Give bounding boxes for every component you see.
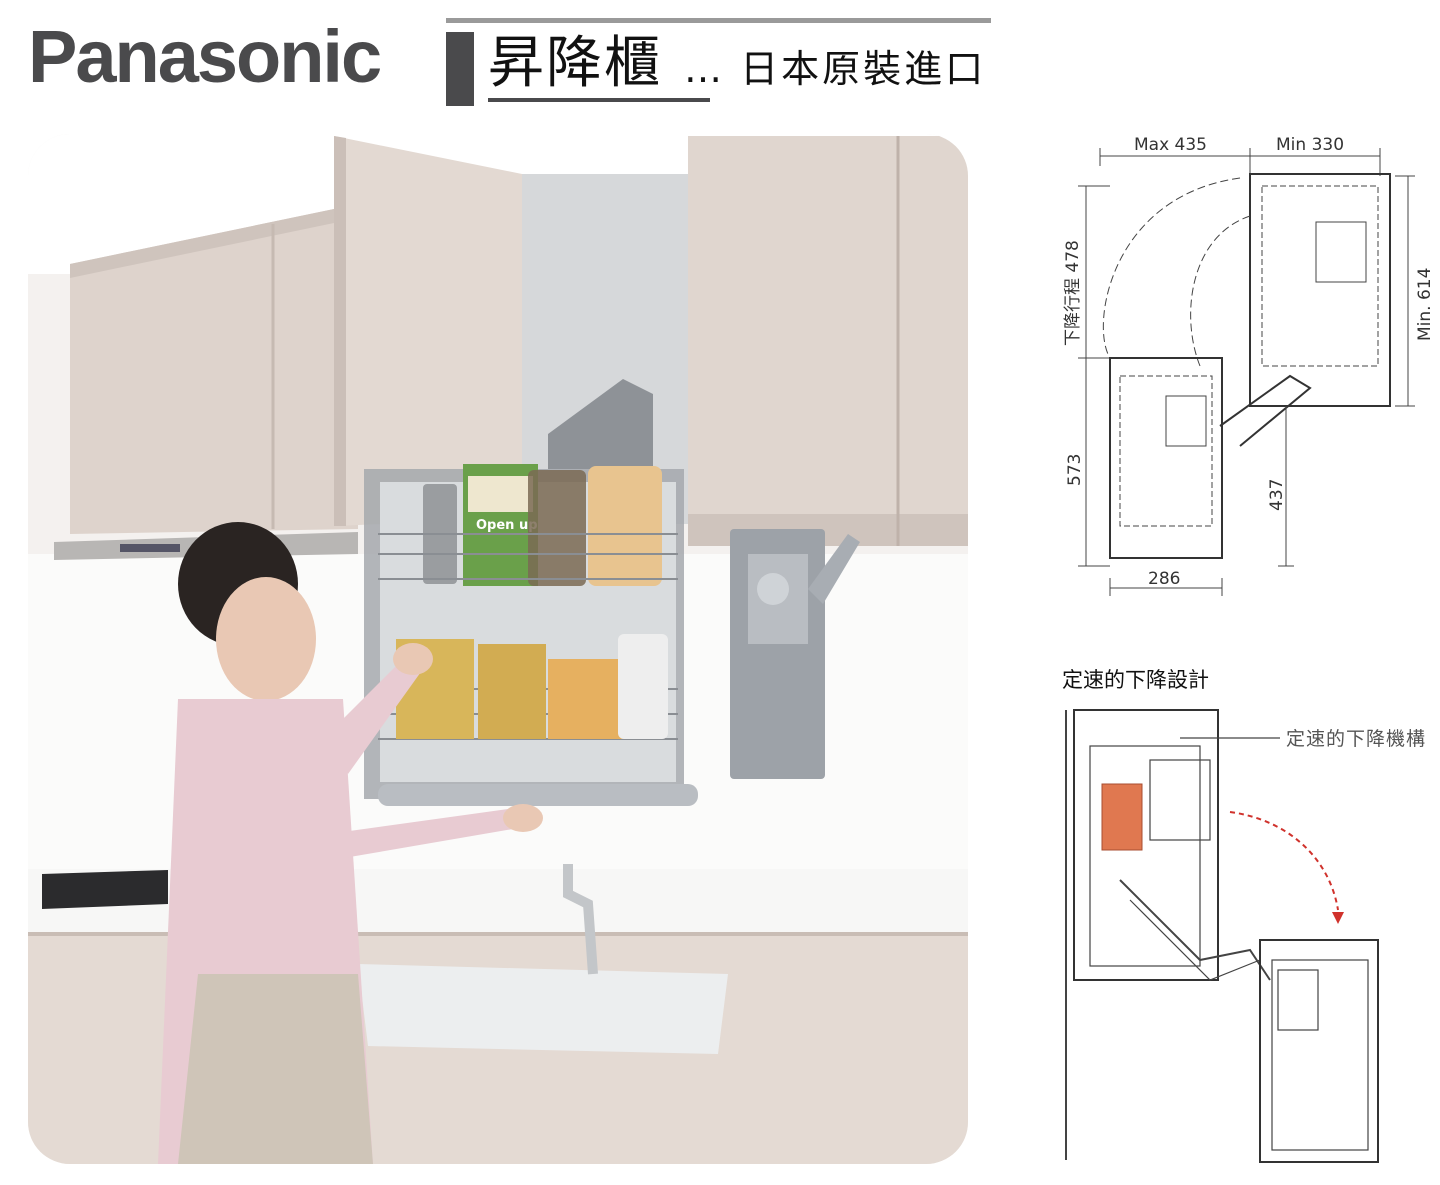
product-box-label: Open up [476, 518, 538, 533]
mechanism-section-title: 定速的下降設計 [1062, 668, 1209, 692]
dim-basket-height: 573 [1065, 454, 1085, 486]
drop-arrow [1229, 811, 1339, 911]
page-title: 昇降櫃 [488, 31, 662, 96]
page-subtitle: … 日本原裝進口 [684, 47, 987, 91]
title-accent-bar [446, 32, 474, 106]
dimension-diagram: Max 435 Min 330 下降行程 478 Min. 614 573 43… [1050, 126, 1440, 606]
dim-min-depth: Min 330 [1276, 135, 1344, 155]
mechanism-highlight [1101, 783, 1143, 851]
mechanism-callout: 定速的下降機構 [1286, 728, 1427, 750]
title-underline [488, 98, 710, 102]
dim-basket-width: 286 [1148, 569, 1180, 589]
mechanism-diagram [1050, 660, 1440, 1180]
dim-max-depth: Max 435 [1134, 135, 1207, 155]
title-divider [446, 18, 991, 23]
dim-min-height: Min. 614 [1415, 268, 1435, 341]
page-title-group: 昇降櫃 … 日本原裝進口 [446, 18, 991, 106]
dim-drop-stroke: 下降行程 478 [1063, 240, 1083, 346]
product-photo: Open up [28, 134, 968, 1164]
dim-inner-height: 437 [1267, 479, 1287, 511]
brand-logo: Panasonic [28, 15, 382, 98]
